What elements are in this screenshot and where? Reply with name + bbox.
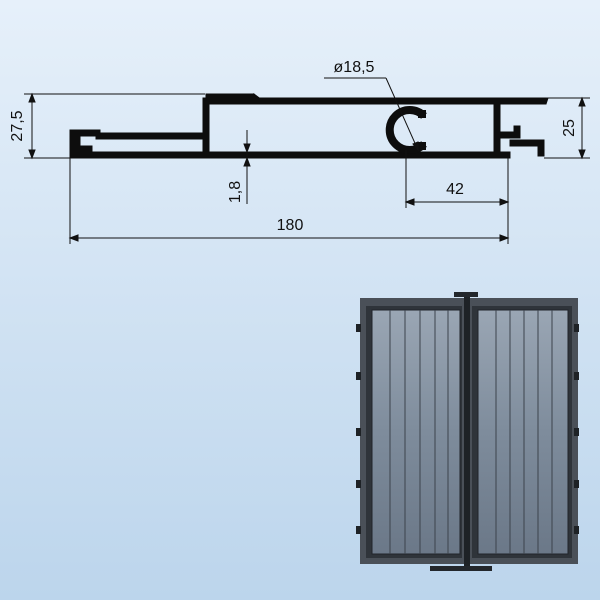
round-channel [385,106,427,154]
profile-section [69,93,549,159]
dim-total-width: 180 [277,217,304,234]
dim-height-left: 27,5 [9,110,26,141]
dim-wall: 1,8 [227,181,244,203]
dim-diameter: ø18,5 [334,59,375,76]
dim-offset: 42 [446,181,464,198]
dimension-lines [24,77,590,244]
shutter-illustration [356,292,579,571]
dim-height-right: 25 [561,119,578,137]
